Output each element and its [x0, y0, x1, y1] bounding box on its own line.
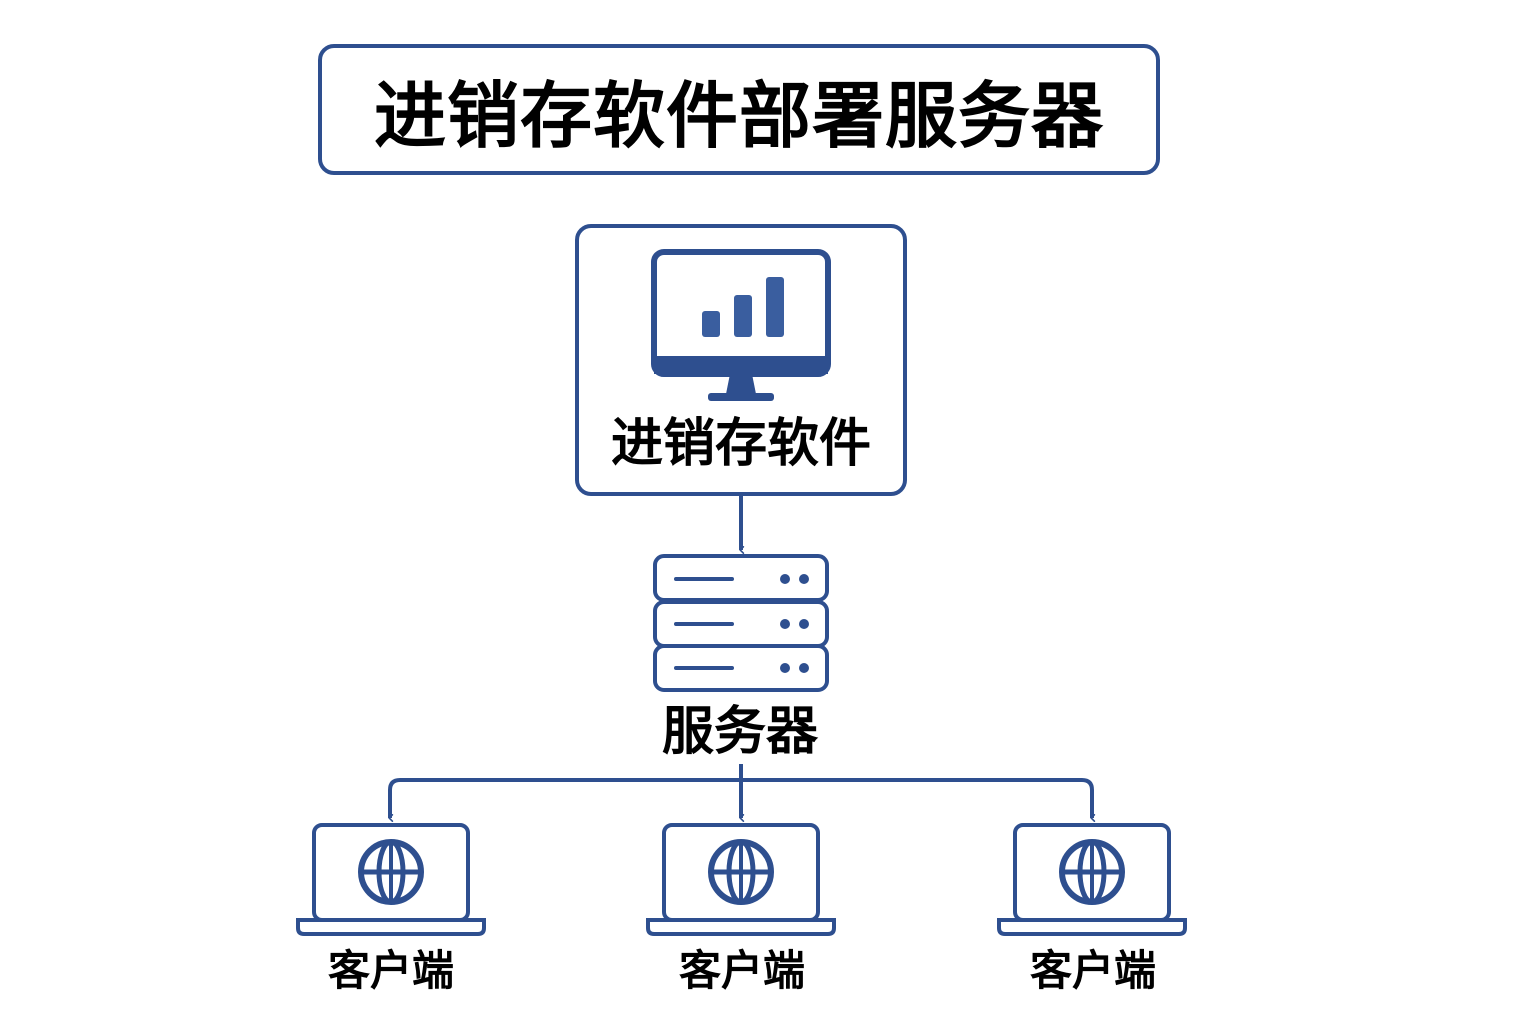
laptop-globe-icon: [646, 823, 836, 936]
software-label: 进销存软件: [610, 414, 871, 474]
page-title: 进销存软件部署服务器: [373, 74, 1104, 158]
server-rack-icon: [653, 554, 829, 692]
client-label-3: 客户端: [1029, 946, 1156, 995]
client-label-2: 客户端: [678, 946, 805, 995]
laptop-globe-icon: [997, 823, 1187, 936]
monitor-chart-icon: [651, 249, 831, 401]
branch-connectors: [388, 764, 1096, 822]
globe-icon: [1059, 839, 1125, 905]
laptop-globe-icon: [296, 823, 486, 936]
server-label: 服务器: [661, 702, 818, 762]
globe-icon: [358, 839, 424, 905]
client-label-1: 客户端: [327, 946, 454, 995]
globe-icon: [708, 839, 774, 905]
title-box: 进销存软件部署服务器: [318, 44, 1160, 175]
